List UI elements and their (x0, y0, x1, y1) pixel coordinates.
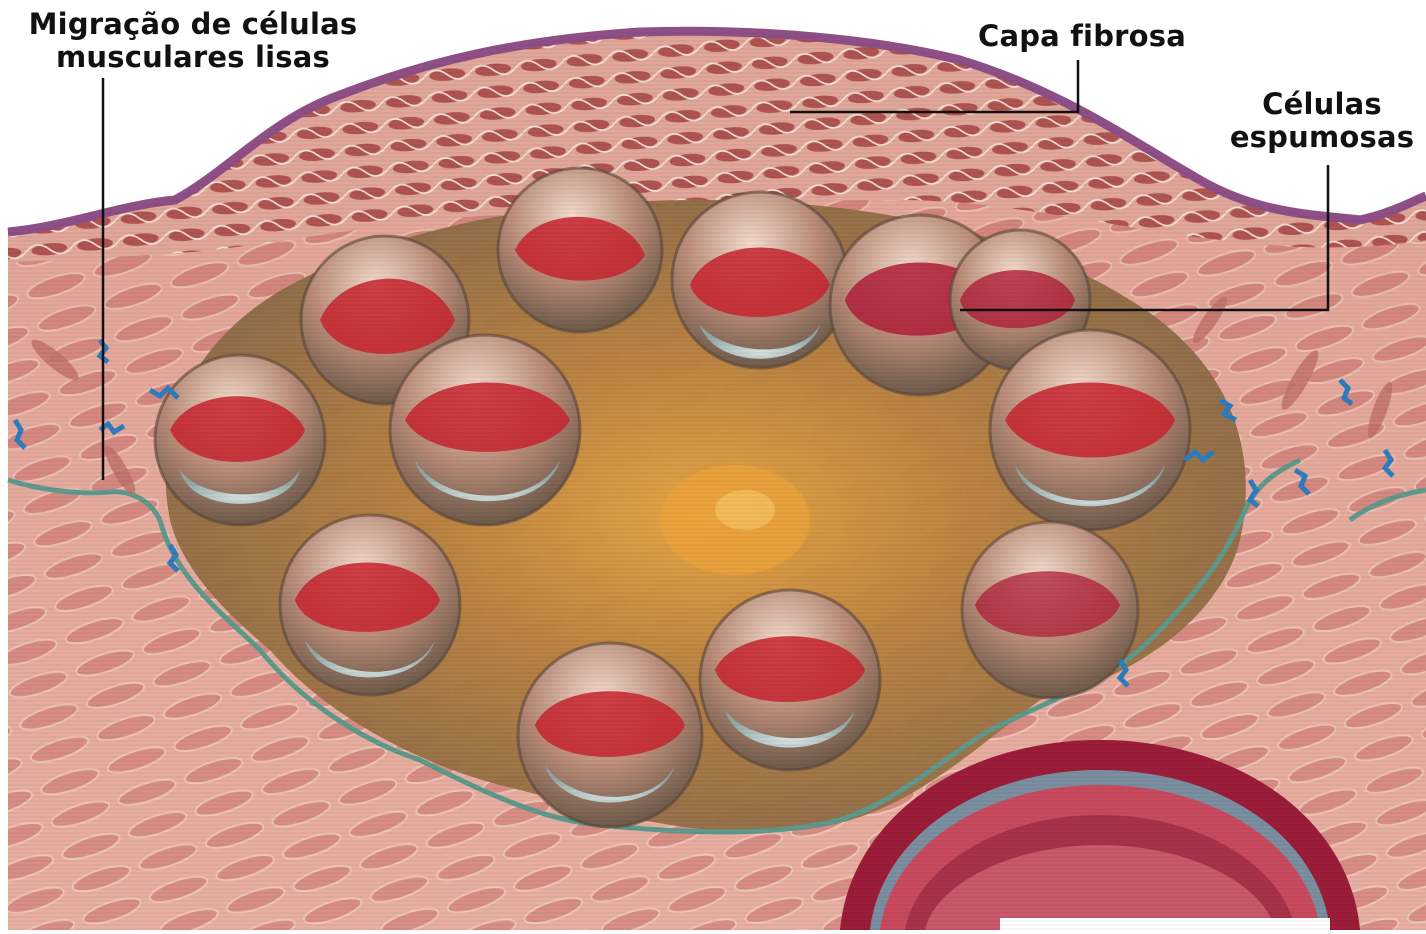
smooth-muscle-label-line1: Migração de células (6, 8, 380, 41)
smooth-muscle-migration-label: Migração de células musculares lisas (6, 8, 380, 74)
fibrous-cap-label: Capa fibrosa (962, 20, 1202, 53)
foam-cells-label: Células espumosas (1222, 88, 1422, 154)
foam-cells-label-line1: Células (1222, 88, 1422, 121)
smooth-muscle-label-line2: musculares lisas (6, 41, 380, 74)
foam-cells-label-line2: espumosas (1222, 121, 1422, 154)
